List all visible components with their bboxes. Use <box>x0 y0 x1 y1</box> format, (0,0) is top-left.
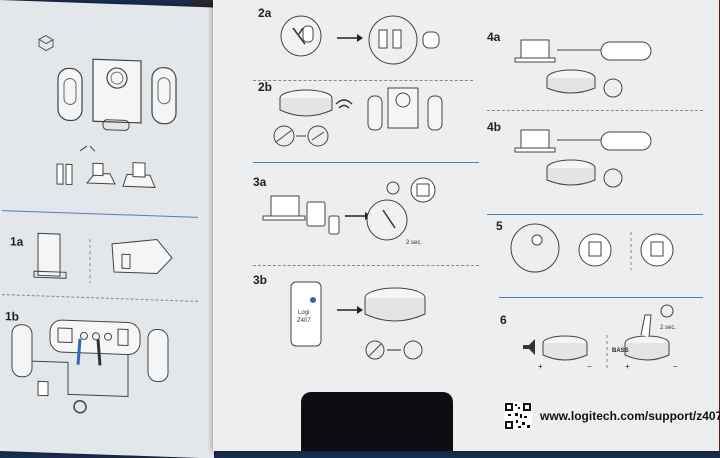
step-4b-illustration <box>513 126 663 196</box>
step-3a-illustration <box>259 176 479 252</box>
step-label-2a: 2a <box>258 6 272 20</box>
step-2b-illustration <box>268 84 473 156</box>
divider-dash-4 <box>487 110 703 111</box>
bass-minus-label: − <box>673 362 678 371</box>
step-2a-illustration <box>273 14 463 70</box>
divider-blue-6 <box>499 297 703 298</box>
step-label-4b: 4b <box>487 120 502 134</box>
bass-label: BASS <box>612 348 629 354</box>
step-5-illustration <box>509 222 699 282</box>
step-label-6: 6 <box>500 313 507 327</box>
step-label-3b: 3b <box>253 273 268 287</box>
step-6-illustration <box>523 305 701 377</box>
box-contents-icon <box>36 31 56 52</box>
divider-dash-3 <box>253 265 479 266</box>
hold-duration-6: 2 sec. <box>660 325 677 331</box>
step-1b-wiring-illustration <box>8 310 193 421</box>
volume-plus-label: + <box>538 362 543 371</box>
bass-plus-label: + <box>625 362 630 371</box>
divider-blue-5 <box>487 214 703 215</box>
step-label-5: 5 <box>496 219 503 233</box>
support-url: www.logitech.com/support/z407 <box>540 409 720 423</box>
divider-blue-3 <box>253 162 479 163</box>
step-1a-illustration <box>32 231 192 297</box>
volume-minus-label: − <box>587 362 592 371</box>
divider-blue-left-1 <box>2 210 198 218</box>
step-3b-illustration <box>283 280 453 360</box>
main-instruction-card: 2a 2b 3a <box>213 0 719 451</box>
step-label-4a: 4a <box>487 30 501 44</box>
hold-duration-3a: 2 sec. <box>406 240 423 246</box>
speaker-set-illustration <box>55 50 185 135</box>
step-label-2b: 2b <box>258 80 273 94</box>
left-instruction-card: 1a 1b <box>0 0 214 458</box>
step-4a-illustration <box>513 36 663 102</box>
box-cutout-tab <box>301 392 453 451</box>
device-name-model: Z407 <box>297 318 311 324</box>
qr-code-icon <box>504 402 532 430</box>
device-name-logi: Logi <box>298 310 310 316</box>
divider-dash-2 <box>253 80 473 81</box>
step-label-3a: 3a <box>253 175 267 189</box>
cables-and-stands-illustration <box>55 142 185 202</box>
step-label-1a: 1a <box>10 234 24 249</box>
